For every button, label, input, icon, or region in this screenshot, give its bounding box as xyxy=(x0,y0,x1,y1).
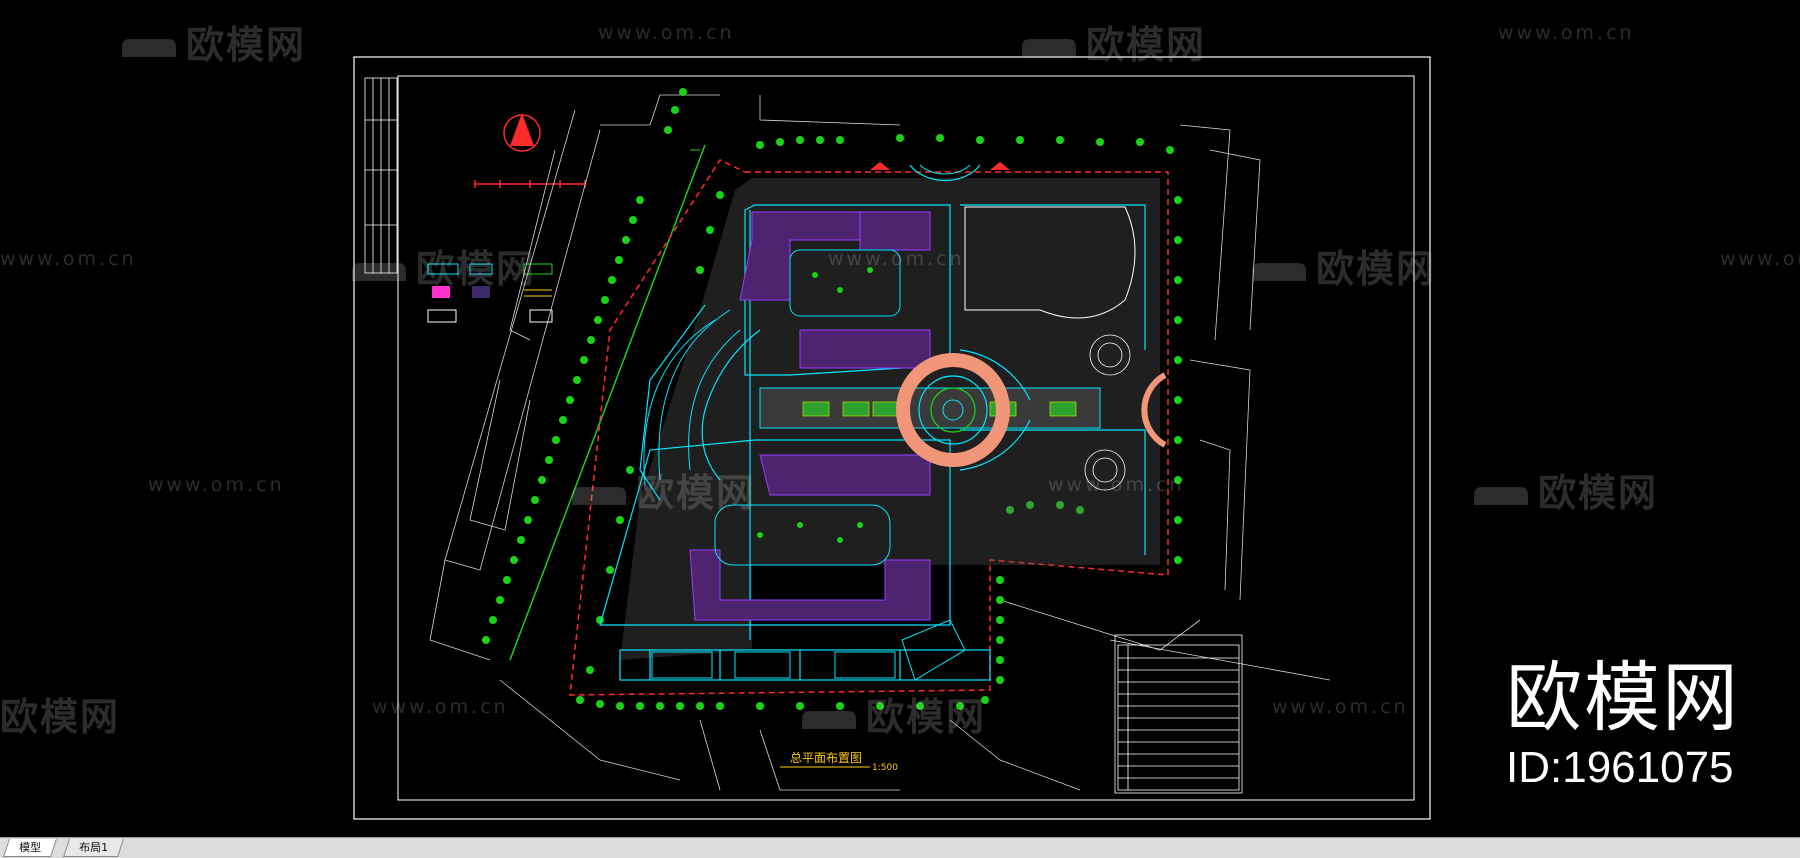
drawing-title: 总平面布置图 xyxy=(790,751,862,765)
open-lawn xyxy=(964,206,1136,319)
title-strip xyxy=(364,77,398,274)
north-entry-plaza xyxy=(870,162,1010,182)
layout-tab-bar: 模型 布局1 xyxy=(0,837,1800,858)
north-arrow-icon xyxy=(503,113,541,152)
brand-name: 欧模网 xyxy=(1506,653,1740,742)
cad-model-space[interactable]: 总平面布置图 1:500 欧模网 www.om.cn 欧模网 www.om.cn… xyxy=(0,0,1800,838)
west-curved-stairs xyxy=(643,309,741,486)
surrounding-parcels xyxy=(429,94,1331,791)
tab-model[interactable]: 模型 xyxy=(3,839,57,857)
drawing-scale: 1:500 xyxy=(872,763,898,773)
perimeter-trees xyxy=(576,134,1182,710)
site-boundary xyxy=(569,159,1169,696)
brand-overlay: 欧模网 ID:1961075 xyxy=(1506,660,1740,790)
tab-layout1[interactable]: 布局1 xyxy=(63,839,124,857)
sheet-outer-border xyxy=(353,56,1431,820)
garden-courtyards xyxy=(714,249,901,566)
model-id: ID:1961075 xyxy=(1506,743,1734,792)
east-entry-fan xyxy=(1141,372,1167,448)
street-trees xyxy=(482,88,687,644)
sheet-inner-border xyxy=(397,75,1415,801)
legend xyxy=(427,263,553,323)
south-buildings xyxy=(651,619,966,681)
spiral-plazas xyxy=(1084,334,1131,491)
scale-bar xyxy=(474,180,586,188)
site-plan-drawing[interactable]: 总平面布置图 1:500 xyxy=(0,0,1800,838)
central-plaza xyxy=(896,349,1031,471)
technical-index-table xyxy=(1114,634,1243,794)
